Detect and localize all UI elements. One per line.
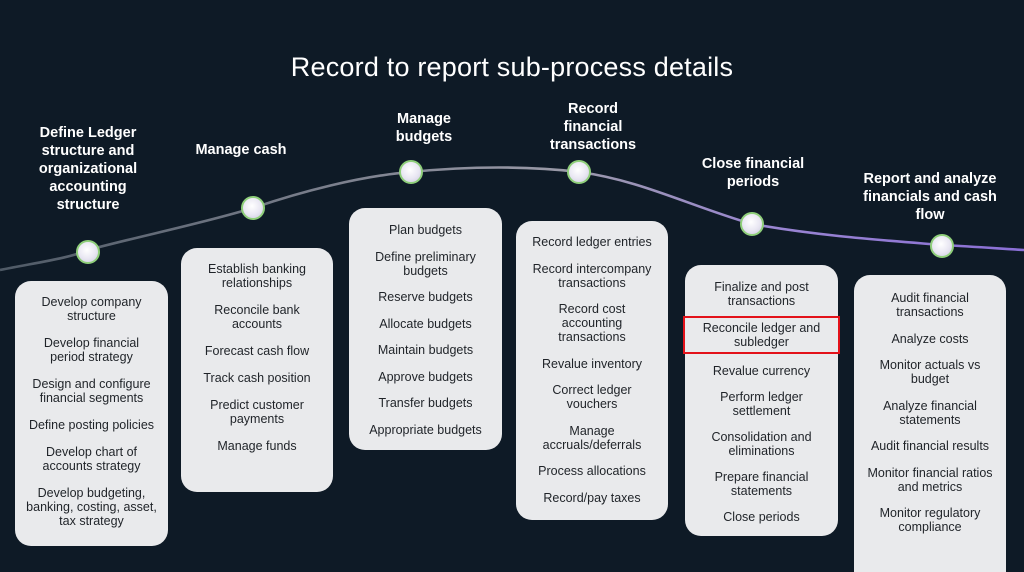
list-item[interactable]: Revalue inventory [541, 356, 643, 371]
list-item[interactable]: Approve budgets [378, 369, 473, 384]
list-item[interactable]: Record/pay taxes [543, 490, 641, 505]
stage-node-define-ledger[interactable] [76, 240, 100, 264]
stage-node-manage-budgets[interactable] [399, 160, 423, 184]
list-item[interactable]: Plan budgets [389, 223, 462, 237]
page-title: Record to report sub-process details [290, 52, 734, 82]
list-item[interactable]: Reconcile bank accounts [214, 303, 300, 331]
list-item[interactable]: Transfer budgets [378, 396, 473, 410]
list-item[interactable]: Reserve budgets [378, 290, 473, 304]
list-item[interactable]: Audit financial transactions [891, 291, 969, 319]
list-item[interactable]: Develop budgeting, banking, costing, ass… [26, 486, 157, 528]
stage-card-close-financial-periods: Finalize and post transactions Reconcile… [683, 265, 840, 536]
stage-node-record-financial-transactions[interactable] [567, 160, 591, 184]
list-item[interactable]: Analyze financial statements [883, 398, 977, 427]
list-item[interactable]: Close periods [723, 510, 800, 524]
list-item[interactable]: Record ledger entries [532, 235, 652, 249]
stage-heading-manage-cash: Manage cash [195, 142, 287, 158]
list-item[interactable]: Track cash position [203, 371, 311, 385]
list-item[interactable]: Correct ledger vouchers [552, 383, 632, 411]
list-item[interactable]: Process allocations [538, 464, 646, 478]
stage-heading-report-and-analyze: Report and analyze financials and cash f… [863, 171, 997, 223]
stage-card-define-ledger: Develop company structure Develop financ… [15, 281, 168, 546]
list-item[interactable]: Develop company structure [41, 295, 142, 323]
stage-node-manage-cash[interactable] [241, 196, 265, 220]
list-item[interactable]: Monitor financial ratios and metrics [867, 465, 993, 494]
stage-heading-record-financial-transactions: Record financial transactions [549, 101, 637, 153]
list-item[interactable]: Establish banking relationships [208, 262, 306, 290]
stage-card-report-and-analyze: Audit financial transactions Analyze cos… [854, 275, 1006, 572]
list-item[interactable]: Define posting policies [28, 418, 155, 432]
list-item[interactable]: Forecast cash flow [204, 344, 310, 358]
list-item[interactable]: Design and configure financial segments [32, 377, 151, 405]
list-item[interactable]: Manage accruals/deferrals [542, 423, 642, 452]
list-item[interactable]: Monitor actuals vs budget [879, 358, 981, 386]
list-item[interactable]: Revalue currency [712, 364, 811, 378]
list-item[interactable]: Finalize and post transactions [714, 280, 809, 308]
list-item[interactable]: Audit financial results [870, 439, 990, 453]
stage-heading-manage-budgets: Manage budgets [395, 111, 453, 145]
list-item[interactable]: Manage funds [217, 439, 297, 453]
list-item[interactable]: Record cost accounting transactions [558, 302, 626, 344]
list-item[interactable]: Develop chart of accounts strategy [42, 445, 141, 473]
list-item[interactable]: Appropriate budgets [369, 422, 482, 437]
list-item[interactable]: Record intercompany transactions [532, 261, 652, 290]
stage-card-record-financial-transactions: Record ledger entries Record intercompan… [516, 221, 668, 520]
list-item[interactable]: Analyze costs [891, 331, 969, 346]
list-item[interactable]: Consolidation and eliminations [711, 430, 812, 458]
list-item-highlighted[interactable]: Reconcile ledger and subledger [683, 316, 840, 354]
stage-heading-close-financial-periods: Close financial periods [701, 156, 805, 190]
stage-heading-define-ledger: Define Ledger structure and organization… [38, 125, 138, 213]
stage-card-manage-budgets: Plan budgets Define preliminary budgets … [349, 208, 502, 450]
stage-node-close-financial-periods[interactable] [740, 212, 764, 236]
stage-card-manage-cash: Establish banking relationships Reconcil… [181, 248, 333, 492]
list-item[interactable]: Predict customer payments [210, 398, 304, 426]
list-item[interactable]: Develop financial period strategy [43, 336, 140, 364]
list-item[interactable]: Prepare financial statements [714, 470, 809, 498]
list-item[interactable]: Maintain budgets [377, 343, 474, 357]
list-item[interactable]: Define preliminary budgets [375, 249, 476, 278]
list-item[interactable]: Perform ledger settlement [720, 390, 803, 418]
stage-node-report-and-analyze[interactable] [930, 234, 954, 258]
list-item[interactable]: Monitor regulatory compliance [879, 506, 981, 534]
list-item[interactable]: Allocate budgets [379, 316, 472, 331]
